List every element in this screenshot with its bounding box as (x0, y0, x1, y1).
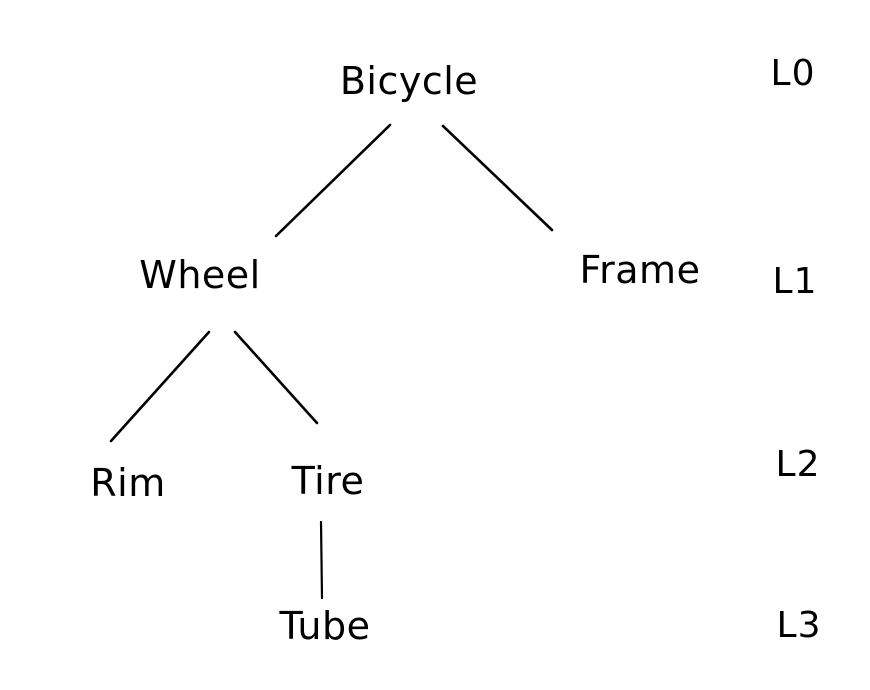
edge-bicycle-frame (441, 124, 554, 232)
edge-wheel-tire (233, 330, 319, 425)
edge-bicycle-wheel (274, 123, 392, 238)
node-rim[interactable]: Rim (90, 461, 166, 505)
node-tire[interactable]: Tire (291, 459, 365, 503)
edge-tire-tube (319, 520, 324, 600)
level-label-l0: L0 (770, 53, 816, 94)
level-label-l1: L1 (772, 261, 818, 302)
level-label-l3: L3 (776, 605, 822, 646)
node-frame[interactable]: Frame (579, 248, 701, 292)
edge-wheel-rim (109, 330, 211, 443)
node-bicycle[interactable]: Bicycle (339, 59, 479, 103)
node-tube[interactable]: Tube (279, 604, 371, 648)
level-label-l2: L2 (775, 444, 821, 485)
node-wheel[interactable]: Wheel (139, 253, 261, 297)
